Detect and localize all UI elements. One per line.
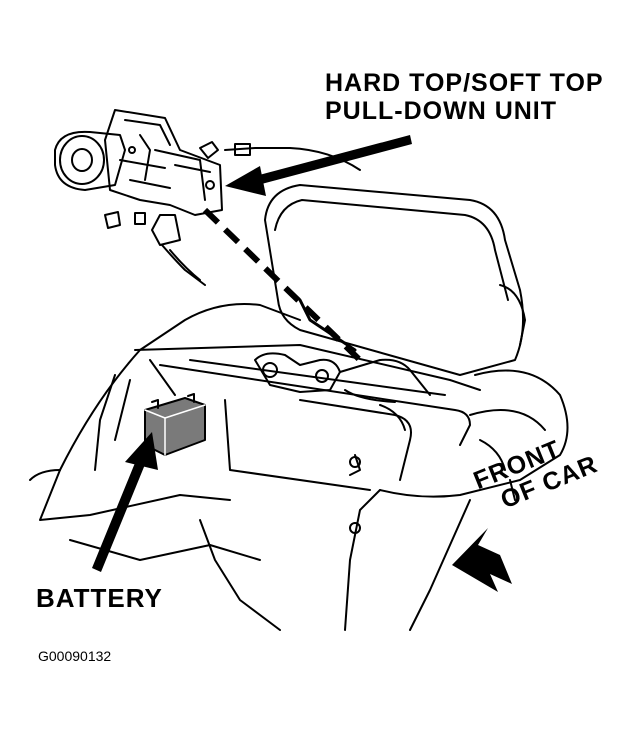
seatback — [264, 184, 526, 376]
front-direction-arrow — [452, 528, 512, 592]
pulldown-label-line2: PULL-DOWN UNIT — [325, 96, 558, 125]
pulldown-unit — [54, 109, 361, 286]
pulldown-callout-arrow — [225, 135, 412, 196]
pulldown-label-line1: HARD TOP/SOFT TOP — [325, 69, 604, 97]
battery-callout-arrow — [92, 432, 158, 572]
figure-code: G00090132 — [38, 648, 112, 664]
pulldown-unit-label: HARD TOP/SOFT TOP PULL-DOWN UNIT — [325, 69, 604, 125]
deck-mechanism — [149, 352, 431, 534]
battery-label: BATTERY — [36, 583, 163, 613]
